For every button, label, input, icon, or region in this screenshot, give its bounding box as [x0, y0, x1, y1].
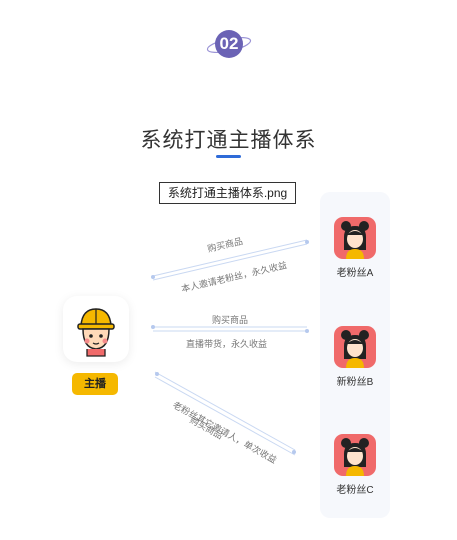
fan-b-label: 新粉丝B: [336, 377, 374, 388]
fan-b-avatar: [334, 326, 376, 368]
fan-a-label: 老粉丝A: [336, 268, 374, 279]
female-fan-avatar-icon: [341, 330, 369, 368]
host-label: 主播: [72, 373, 118, 395]
female-fan-avatar-icon: [341, 438, 369, 476]
fan-a-avatar: [334, 217, 376, 259]
streamer-avatar-icon: [77, 308, 115, 357]
female-fan-avatar-icon: [341, 221, 369, 259]
fan-c-avatar: [334, 434, 376, 476]
file-caption: 系统打通主播体系.png: [159, 182, 296, 204]
fan-c-label: 老粉丝C: [336, 485, 374, 496]
connection-b-top-label: 购买商品: [212, 315, 249, 325]
page-title: 系统打通主播体系: [140, 129, 317, 152]
host-card: [63, 296, 129, 362]
title-underline: [216, 155, 241, 158]
step-badge: [206, 30, 252, 58]
step-number: 02: [219, 34, 239, 53]
connection-b-bottom-label: 直播带货，永久收益: [186, 339, 268, 349]
